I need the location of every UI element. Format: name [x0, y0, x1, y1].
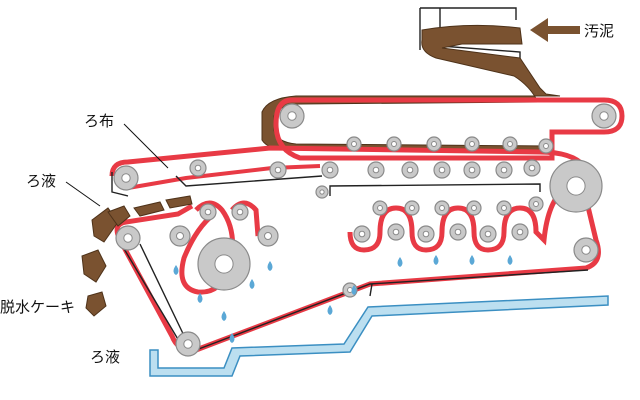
roller	[367, 161, 385, 179]
roller	[434, 200, 450, 216]
filtrate-tray	[149, 295, 609, 377]
roller	[538, 138, 554, 154]
roller	[386, 136, 402, 152]
roller	[511, 223, 529, 241]
roller	[464, 136, 480, 152]
roller	[387, 223, 405, 241]
roller	[466, 200, 482, 216]
water-drop	[433, 255, 439, 265]
roller	[346, 136, 362, 152]
roller	[257, 225, 279, 247]
roller	[573, 237, 599, 263]
water-drop	[351, 285, 357, 295]
roller	[426, 136, 442, 152]
water-drop	[267, 261, 273, 271]
roller	[175, 331, 201, 357]
roller	[315, 185, 329, 199]
cake-piece	[107, 205, 131, 227]
water-drop	[469, 255, 475, 265]
water-drop	[507, 255, 513, 265]
roller	[433, 161, 451, 179]
roller	[321, 161, 339, 179]
roller	[417, 225, 435, 243]
roller	[591, 103, 617, 129]
rollers	[113, 103, 617, 357]
water-drop	[221, 311, 227, 321]
roller	[197, 237, 251, 291]
water-drop	[397, 257, 403, 267]
roller	[404, 200, 420, 216]
roller	[189, 159, 207, 177]
label-filtrate-upper: ろ液	[26, 172, 56, 190]
roller	[549, 159, 603, 213]
water-drop	[327, 305, 333, 315]
sludge-inlet-arrow	[530, 18, 580, 42]
water-drop	[173, 265, 179, 275]
machine-frame	[111, 172, 589, 351]
label-filter-cloth: ろ布	[84, 112, 114, 130]
roller	[523, 159, 541, 177]
roller	[199, 203, 217, 221]
cake-piece	[81, 249, 107, 283]
dewatered-cake-pieces	[81, 195, 193, 317]
gravity-zone-guide	[127, 164, 321, 190]
sludge-layer	[261, 24, 561, 153]
roller	[115, 225, 141, 251]
water-drop	[249, 279, 255, 289]
filtrate-drops	[173, 255, 513, 343]
roller	[502, 136, 518, 152]
roller	[463, 161, 481, 179]
leader-lines	[65, 123, 169, 207]
upper-filter-belt	[273, 97, 625, 161]
roller	[269, 161, 287, 179]
cake-piece	[165, 195, 193, 209]
roller	[496, 200, 512, 216]
label-sludge: 汚泥	[584, 22, 614, 40]
roller	[279, 103, 305, 129]
roller	[449, 223, 467, 241]
roller	[372, 200, 388, 216]
roller	[495, 161, 513, 179]
label-dewatered-cake: 脱水ケーキ	[0, 298, 75, 316]
cake-piece	[85, 291, 107, 317]
water-drop	[197, 293, 203, 303]
roller	[113, 165, 139, 191]
water-drop	[229, 333, 235, 343]
label-filtrate-lower: ろ液	[90, 348, 120, 366]
roller	[353, 225, 371, 243]
roller	[401, 161, 419, 179]
roller	[479, 225, 497, 243]
roller	[169, 225, 191, 247]
cake-piece	[133, 201, 165, 217]
roller	[231, 203, 249, 221]
roller	[528, 196, 544, 212]
